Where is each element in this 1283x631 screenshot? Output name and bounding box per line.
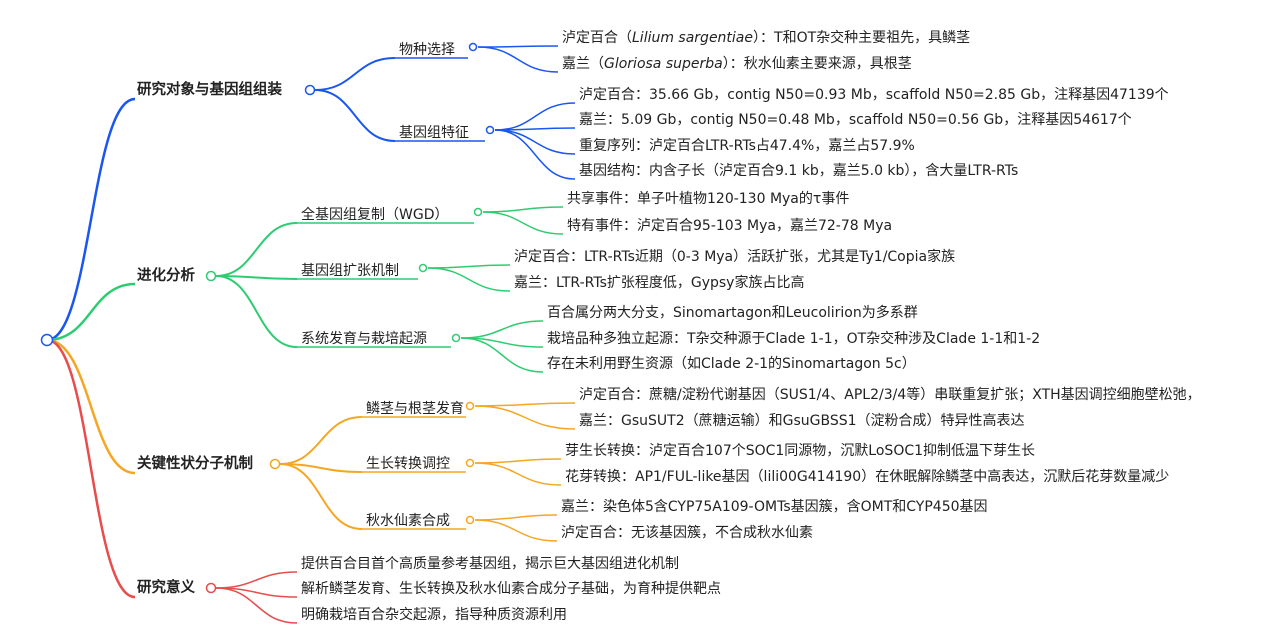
branch-circle-3 <box>205 582 217 594</box>
leaf-lilium: 泸定百合（Lilium sargentiae）：T和OT杂交种主要祖先，具鳞茎 <box>562 30 971 46</box>
connector-leaf-6-0 <box>474 458 562 464</box>
leaf-expansion-lilium: 泸定百合：LTR-RTs近期（0-3 Mya）活跃扩张，尤其是Ty1/Copia… <box>514 249 956 265</box>
subnode-circle-7 <box>465 515 475 525</box>
subnode-circle-3 <box>418 263 428 273</box>
leaf-flower-bud: 花芽转换：AP1/FUL-like基因（lili00G414190）在休眠解除鳞… <box>565 469 1170 485</box>
connector-leaf-0-1 <box>477 46 559 73</box>
leaf-bulb-lilium: 泸定百合：蔗糖/淀粉代谢基因（SUS1/4、APL2/3/4等）串联重复扩张；X… <box>579 387 1201 403</box>
connector-leaf-1-2 <box>494 129 576 155</box>
branch-key-traits: 关键性状分子机制 <box>137 456 253 472</box>
connector-leaf-1-0 <box>494 102 576 131</box>
leaf-expansion-gloriosa: 嘉兰：LTR-RTs扩张程度低，Gypsy家族占比高 <box>514 275 805 291</box>
leaf-gene-structure: 基因结构：内含子长（泸定百合9.1 kb，嘉兰5.0 kb），含大量LTR-RT… <box>579 163 1019 179</box>
branch-significance: 研究意义 <box>137 580 195 596</box>
branch-circle-0 <box>304 84 316 96</box>
subnode-circle-2 <box>473 207 483 217</box>
connector-green-wgd <box>215 222 298 277</box>
connector-green-phylo <box>215 275 298 348</box>
node-wgd: 全基因组复制（WGD） <box>301 207 449 223</box>
connector-red-3 <box>215 587 298 624</box>
subnode-circle-0 <box>468 42 478 52</box>
leaf-bulb-gloriosa: 嘉兰：GsuSUT2（蔗糖运输）和GsuGBSS1（淀粉合成）特异性高表达 <box>579 413 1025 429</box>
connector-green-expansion <box>215 275 298 280</box>
connector-leaf-4-0 <box>460 320 544 339</box>
leaf-phylo-wild: 存在未利用野生资源（如Clade 2-1的Sinomartagon 5c） <box>547 356 916 372</box>
leaf-genome-gloriosa: 嘉兰：5.09 Gb，contig N50=0.48 Mb，scaffold N… <box>579 112 1132 128</box>
connector-root-orange <box>46 338 136 475</box>
connector-leaf-3-1 <box>427 267 511 292</box>
connector-orange-bulb <box>279 416 363 465</box>
connector-root-green <box>46 282 136 342</box>
leaf-phylo-clades: 百合属分两大分支，Sinomartagon和Leucolirion为多系群 <box>547 305 918 321</box>
leaf-colchicine-gloriosa: 嘉兰：染色体5含CYP75A109-OMTs基因簇，含OMT和CYP450基因 <box>561 499 988 515</box>
leaf-genome-lilium: 泸定百合：35.66 Gb，contig N50=0.93 Mb，scaffol… <box>579 87 1169 103</box>
node-growth-transition: 生长转换调控 <box>366 456 450 472</box>
connector-blue-genome <box>314 89 396 142</box>
leaf-significance-genome: 提供百合目首个高质量参考基因组，揭示巨大基因组进化机制 <box>301 556 679 572</box>
branch-evolution: 进化分析 <box>137 268 195 284</box>
leaf-repeats: 重复序列：泸定百合LTR-RTs占47.4%，嘉兰占57.9% <box>579 138 915 154</box>
node-expansion: 基因组扩张机制 <box>301 263 399 279</box>
node-bulb-rhizome: 鳞茎与根茎发育 <box>366 401 464 417</box>
connector-leaf-2-1 <box>482 211 564 235</box>
connector-blue-species <box>314 57 396 91</box>
leaf-wgd-shared: 共享事件：单子叶植物120-130 Mya的τ事件 <box>567 191 850 207</box>
connector-leaf-5-0 <box>474 402 576 407</box>
connector-leaf-1-3 <box>494 129 576 180</box>
connector-leaf-3-0 <box>427 264 511 269</box>
subnode-circle-6 <box>465 458 475 468</box>
root-node-circle <box>40 333 54 347</box>
connector-root-blue <box>46 97 136 342</box>
connector-leaf-6-1 <box>474 462 562 486</box>
leaf-significance-germplasm: 明确栽培百合杂交起源，指导种质资源利用 <box>301 607 567 623</box>
connector-orange-growth <box>279 463 363 473</box>
leaf-colchicine-lilium: 泸定百合：无该基因簇，不合成秋水仙素 <box>561 525 813 541</box>
connector-leaf-5-1 <box>474 405 576 430</box>
leaf-gloriosa: 嘉兰（Gloriosa superba）：秋水仙素主要来源，具根茎 <box>562 56 912 72</box>
connector-root-red <box>46 338 136 599</box>
branch-circle-2 <box>269 458 281 470</box>
node-species-selection: 物种选择 <box>399 42 455 58</box>
node-genome-features: 基因组特征 <box>399 125 469 141</box>
subnode-circle-5 <box>465 401 475 411</box>
connector-leaf-4-2 <box>460 337 544 373</box>
branch-research-subject: 研究对象与基因组组装 <box>137 82 282 98</box>
subnode-circle-1 <box>485 125 495 135</box>
leaf-phylo-origin: 栽培品种多独立起源：T杂交种源于Clade 1-1，OT杂交种涉及Clade 1… <box>547 331 1041 347</box>
leaf-wgd-specific: 特有事件：泸定百合95-103 Mya，嘉兰72-78 Mya <box>567 218 893 234</box>
leaf-significance-breeding: 解析鳞茎发育、生长转换及秋水仙素合成分子基础，为育种提供靶点 <box>301 581 721 597</box>
node-phylogeny: 系统发育与栽培起源 <box>301 331 427 347</box>
leaf-bud-growth: 芽生长转换：泸定百合107个SOC1同源物，沉默LoSOC1抑制低温下芽生长 <box>565 443 1036 459</box>
connector-red-1 <box>215 571 298 589</box>
connector-leaf-0-0 <box>477 45 559 48</box>
connector-leaf-7-0 <box>474 514 558 521</box>
connector-leaf-7-1 <box>474 519 558 542</box>
subnode-circle-4 <box>451 333 461 343</box>
connector-orange-colchicine <box>279 463 363 530</box>
branch-circle-1 <box>205 270 217 282</box>
connector-leaf-2-0 <box>482 206 564 213</box>
node-colchicine: 秋水仙素合成 <box>366 513 450 529</box>
